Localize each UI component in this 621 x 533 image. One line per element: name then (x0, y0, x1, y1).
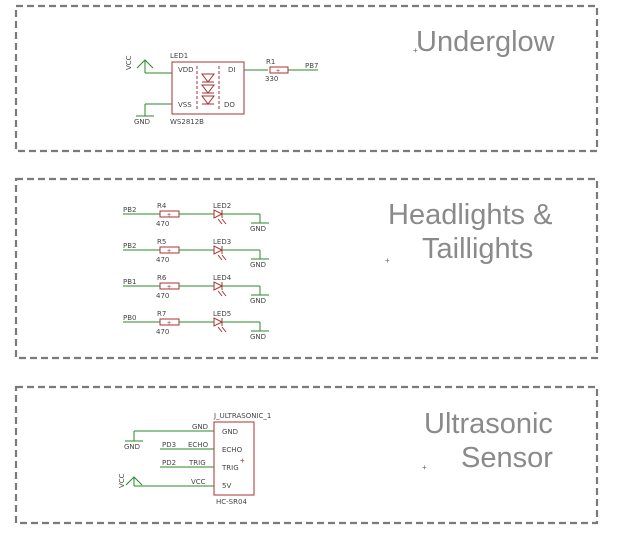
net-pb7: PB7 (305, 62, 318, 70)
led-name: LED5 (213, 310, 231, 318)
led-diode-icon (213, 281, 224, 291)
rgb-led-icon (196, 66, 220, 110)
pin-gnd: GND (222, 428, 238, 436)
gnd-symbol-label: GND (124, 443, 140, 451)
resistor-value: 470 (156, 292, 169, 300)
svg-text:+: + (276, 68, 280, 75)
net-pd3: PD3 (162, 441, 176, 449)
vcc-net-label: VCC (191, 478, 206, 486)
vcc-label: VCC (125, 55, 133, 70)
led-light-arrow-icon (221, 218, 227, 225)
led1-name: LED1 (170, 52, 188, 60)
net-label: PB2 (123, 206, 136, 214)
resistor-marker: + (167, 212, 171, 219)
pin-di: DI (228, 66, 235, 74)
pin-do: DO (224, 101, 235, 109)
origin-cross-icon: + (422, 463, 427, 472)
ws2812b-body (171, 61, 245, 115)
gnd-label: GND (250, 297, 266, 305)
resistor-name: R4 (157, 202, 167, 210)
ultrasonic-title-line2: Sensor (461, 442, 553, 474)
gnd-label: GND (134, 118, 150, 126)
origin-cross-icon: + (413, 46, 418, 55)
pin-trig: TRIG (221, 464, 239, 472)
led-light-arrow-icon (217, 218, 223, 225)
gnd-label: GND (250, 333, 266, 341)
resistor-marker: + (167, 284, 171, 291)
lights-title-line2: Taillights (422, 233, 533, 265)
lights-title-line1: Headlights & (388, 199, 552, 231)
gnd-net-label: GND (192, 423, 208, 431)
led-name: LED3 (213, 238, 231, 246)
ultrasonic-section: Ultrasonic Sensor + J_ULTRASONIC_1 GND E… (14, 385, 599, 525)
resistor-value: 470 (156, 256, 169, 264)
pin-5v: 5V (222, 482, 231, 490)
led-name: LED2 (213, 202, 231, 210)
led-light-arrow-icon (217, 290, 223, 297)
resistor-value: 470 (156, 220, 169, 228)
resistor-name: R5 (157, 238, 166, 246)
resistor-name: R7 (157, 310, 166, 318)
pin-vss: VSS (178, 101, 192, 109)
resistor-name: R6 (157, 274, 167, 282)
ultrasonic-title-line1: Ultrasonic (424, 408, 553, 440)
vcc-label: VCC (118, 473, 126, 488)
resistor-value: 470 (156, 328, 169, 336)
underglow-title: Underglow (416, 26, 556, 58)
connector-name: J_ULTRASONIC_1 (213, 412, 271, 420)
net-label: PB1 (123, 278, 136, 286)
resistor-marker: + (167, 248, 171, 255)
underglow-section: Underglow + VCC GND LED1 VDD VSS DI DO W… (14, 4, 599, 153)
gnd-label: GND (250, 261, 266, 269)
led-diode-icon (213, 245, 224, 255)
gnd-label: GND (250, 225, 266, 233)
led-name: LED4 (213, 274, 232, 282)
net-label: PB2 (123, 242, 136, 250)
connector-part: HC-SR04 (216, 498, 247, 506)
led-light-arrow-icon (217, 326, 223, 333)
net-label: PB0 (123, 314, 136, 322)
underglow-frame (14, 4, 599, 153)
led-diode-icon (213, 209, 224, 219)
led1-part: WS2812B (170, 118, 204, 126)
led-light-arrow-icon (221, 326, 227, 333)
led-light-arrow-icon (217, 254, 223, 261)
led-light-arrow-icon (221, 254, 227, 261)
ultrasonic-frame (14, 385, 599, 525)
svg-text:+: + (240, 456, 245, 465)
r1-value: 330 (265, 75, 278, 83)
echo-net-label: ECHO (188, 441, 209, 449)
net-pd2: PD2 (162, 459, 176, 467)
pin-echo: ECHO (222, 446, 243, 454)
trig-net-label: TRIG (188, 459, 206, 467)
led-diode-icon (213, 317, 224, 327)
led-light-arrow-icon (221, 290, 227, 297)
resistor-marker: + (167, 320, 171, 327)
pin-vdd: VDD (178, 66, 194, 74)
connector-body (213, 421, 255, 496)
lights-frame (14, 177, 599, 360)
origin-cross-icon: + (385, 256, 390, 265)
r1-name: R1 (266, 58, 275, 66)
